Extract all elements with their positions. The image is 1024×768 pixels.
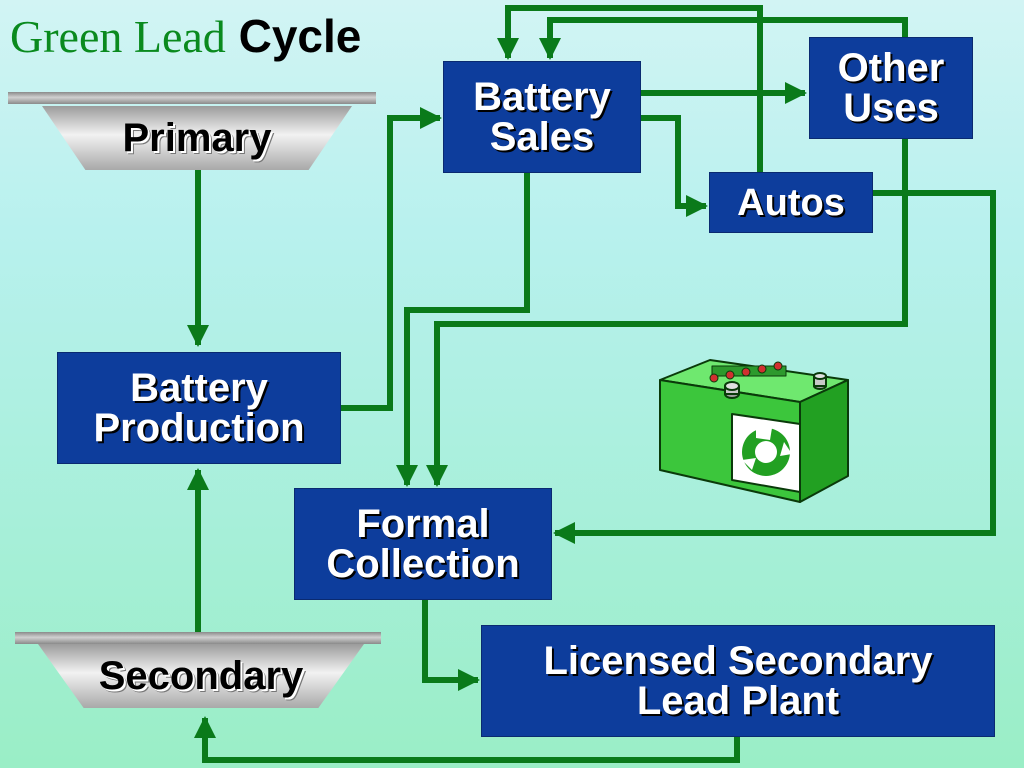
arrow-other-uses-to-collection	[426, 138, 908, 487]
primary-tray-rim	[8, 92, 376, 104]
autos-node: Autos	[710, 173, 872, 232]
arrow-autos-to-collection	[553, 190, 996, 544]
primary-label: Primary	[122, 115, 272, 160]
other-uses-line2: Uses	[843, 86, 939, 130]
other-uses-line1: Other	[837, 46, 945, 90]
autos-label: Autos	[737, 181, 845, 224]
primary-label-tray: Primary	[42, 106, 352, 170]
battery-production-line2: Production	[93, 406, 305, 450]
licensed-plant-line2: Lead Plant	[636, 679, 840, 723]
car-battery-recycle-icon	[659, 359, 849, 503]
formal-collection-node: Formal Collection	[295, 489, 551, 599]
arrow-plant-to-secondary	[194, 716, 740, 763]
other-uses-node: Other Uses	[810, 38, 972, 138]
arrow-sales-to-collection	[396, 172, 530, 487]
secondary-label: Secondary	[98, 653, 304, 698]
formal-collection-line1: Formal	[356, 502, 490, 546]
battery-sales-line1: Battery	[473, 75, 611, 119]
slide-title: Green Lead Cycle	[10, 8, 361, 65]
formal-collection-line2: Collection	[326, 542, 520, 586]
secondary-tray-rim	[15, 632, 381, 644]
title-green-lead: Green Lead	[10, 11, 226, 62]
battery-production-line1: Battery	[130, 366, 268, 410]
licensed-plant-line1: Licensed Secondary	[543, 639, 933, 683]
title-cycle: Cycle	[238, 10, 362, 62]
arrow-sales-to-autos	[640, 115, 708, 217]
secondary-label-tray: Secondary	[38, 644, 364, 708]
battery-sales-node: Battery Sales	[444, 62, 640, 172]
licensed-secondary-lead-plant-node: Licensed Secondary Lead Plant	[482, 626, 994, 736]
battery-production-node: Battery Production	[58, 353, 340, 463]
arrow-production-to-sales	[340, 107, 442, 411]
arrow-autos-to-sales	[497, 5, 763, 172]
battery-sales-line2: Sales	[489, 115, 595, 159]
arrow-collection-to-plant	[422, 600, 480, 691]
arrow-other-uses-to-sales	[539, 17, 908, 60]
